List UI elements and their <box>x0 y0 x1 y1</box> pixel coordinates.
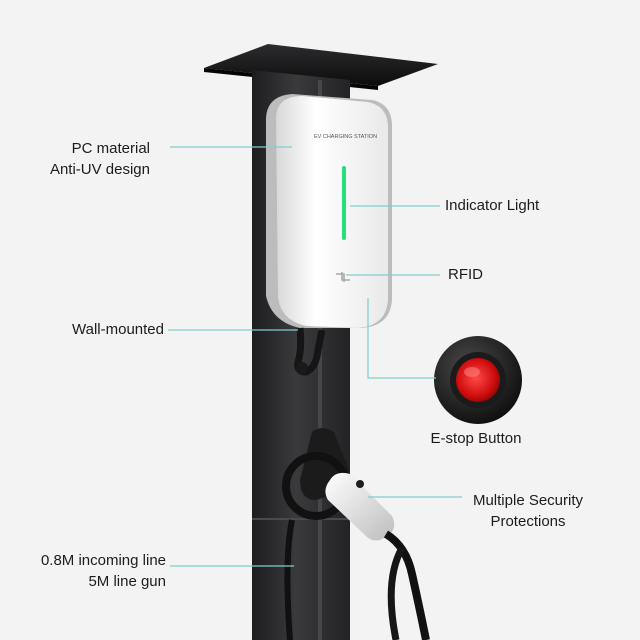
callout-pc-material: PC material Anti-UV design <box>50 138 150 180</box>
incoming-line1: 0.8M incoming line <box>40 552 166 569</box>
pole-seam <box>252 518 350 520</box>
gun-cable-loop <box>387 546 406 640</box>
pc-material-line1: PC material <box>71 140 150 157</box>
wall-mounted-label: Wall-mounted <box>72 321 164 338</box>
indicator-light-label: Indicator Light <box>445 197 540 214</box>
callout-estop: E-stop Button <box>420 428 532 449</box>
canopy-roof <box>204 44 438 86</box>
plug-button <box>356 480 364 488</box>
callout-indicator-light: Indicator Light <box>445 195 539 216</box>
pole-highlight <box>318 80 322 640</box>
panel-text: EV CHARGING STATION <box>314 134 377 140</box>
callout-lines <box>168 146 462 567</box>
indicator-light <box>342 166 346 240</box>
line-estop <box>367 298 436 379</box>
security-line1: Multiple Security <box>472 492 584 509</box>
estop-button-visual <box>434 336 522 424</box>
estop-label: E-stop Button <box>430 430 522 447</box>
pc-material-line2: Anti-UV design <box>49 161 150 178</box>
rfid-icon <box>336 272 350 282</box>
charging-plug <box>325 472 395 541</box>
callout-security: Multiple Security Protections <box>454 490 602 532</box>
rfid-label: RFID <box>448 266 483 283</box>
callout-wall-mounted: Wall-mounted <box>72 319 164 340</box>
callout-incoming-line: 0.8M incoming line 5M line gun <box>41 550 166 592</box>
callout-rfid: RFID <box>448 264 483 285</box>
incoming-cable <box>284 519 295 640</box>
charger-shell <box>276 96 388 328</box>
incoming-line2: 5M line gun <box>88 573 166 590</box>
gun-cable <box>383 530 430 640</box>
security-line2: Protections <box>490 513 566 530</box>
cable-gland <box>296 362 308 374</box>
